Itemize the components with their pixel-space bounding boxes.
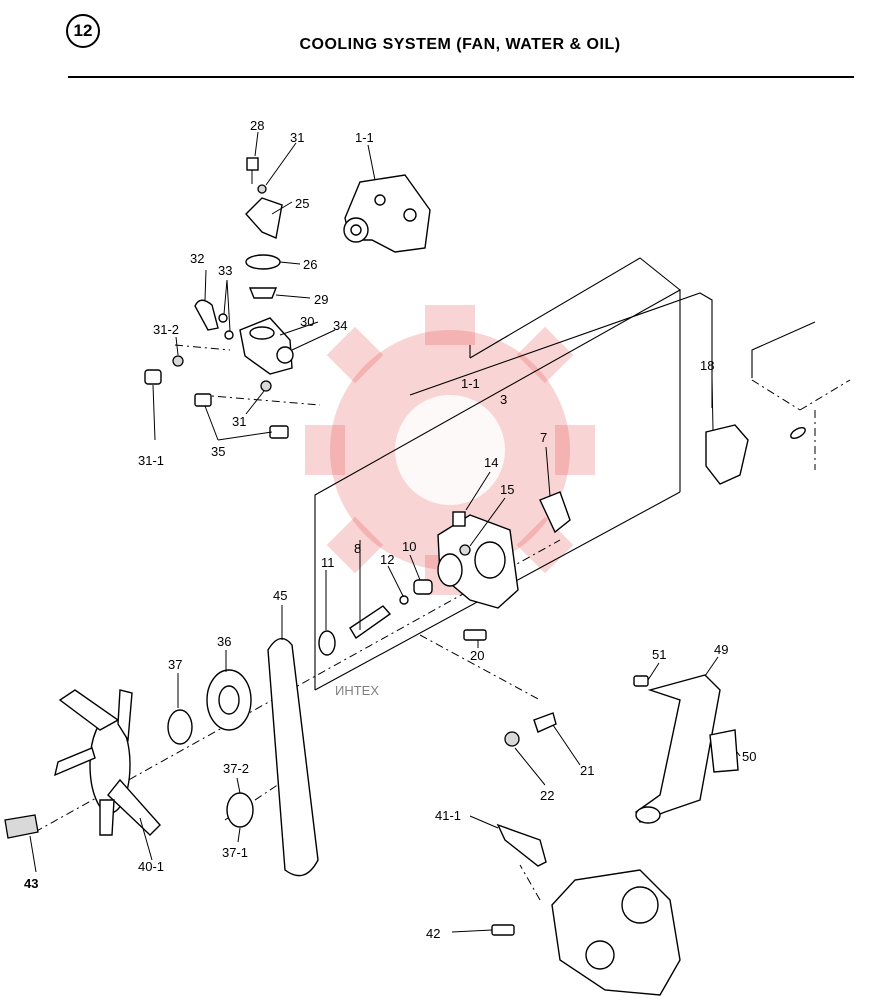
- v-belt-45-icon: [267, 637, 319, 877]
- callout-10: 10: [402, 539, 416, 554]
- callout-31-1: 31-1: [138, 453, 164, 468]
- callout-51: 51: [652, 647, 666, 662]
- watermark-text: ИНТЕХ: [335, 683, 379, 698]
- bolt-35-b-icon: [269, 425, 289, 439]
- callout-3: 3: [500, 392, 507, 407]
- callout-28: 28: [250, 118, 264, 133]
- water-outlet-25-icon: [245, 197, 283, 239]
- callout-36: 36: [217, 634, 231, 649]
- bolt-43-icon: [4, 814, 39, 839]
- callout-40-1: 40-1: [138, 859, 164, 874]
- callout-29: 29: [314, 292, 328, 307]
- plug-31-1-icon: [144, 369, 162, 385]
- callout-45: 45: [273, 588, 287, 603]
- callout-8: 8: [354, 541, 361, 556]
- water-pump-assembly-1-1-icon: [343, 174, 431, 253]
- shaft-8-icon: [349, 605, 392, 640]
- title-underline: [68, 76, 854, 78]
- hose-32-icon: [194, 299, 219, 331]
- impeller-7-icon: [539, 491, 571, 534]
- bolt-14-icon: [452, 511, 466, 527]
- washer-31-2-icon: [172, 355, 184, 367]
- callout-18: 18: [700, 358, 714, 373]
- timing-cover-group: [491, 823, 681, 996]
- callout-12: 12: [380, 552, 394, 567]
- spacer-37-1-icon: [226, 792, 254, 828]
- thermostat-29-icon: [248, 287, 278, 299]
- callout-41-1: 41-1: [435, 808, 461, 823]
- spacer-37-icon: [167, 709, 193, 745]
- leader-lines: [29, 131, 741, 933]
- callout-11: 11: [321, 555, 335, 570]
- ring-12-icon: [399, 595, 409, 605]
- callout-14: 14: [484, 455, 498, 470]
- water-pipe-49-icon: [635, 674, 721, 823]
- bolt-28-icon: [246, 157, 259, 171]
- fan-40-1-icon: [54, 689, 161, 836]
- washer-31-mid-icon: [260, 380, 272, 392]
- part-callouts: 28 31 1-1 25 26 32 33 29 31-2 30 34 31-1…: [24, 118, 756, 941]
- thermostat-case-30-icon: [239, 317, 293, 375]
- nut-22-icon: [504, 731, 520, 747]
- washer-31-icon: [257, 184, 267, 194]
- callout-30: 30: [300, 314, 314, 329]
- callout-15: 15: [500, 482, 514, 497]
- fan-belt-group: [4, 637, 319, 877]
- callout-37-1: 37-1: [222, 845, 248, 860]
- bolt-20-icon: [463, 629, 487, 641]
- sensor-34-icon: [276, 346, 294, 364]
- washer-15-icon: [459, 544, 471, 556]
- water-pipe-group: [504, 674, 739, 824]
- callout-20: 20: [470, 648, 484, 663]
- callout-37: 37: [168, 657, 182, 672]
- callout-34: 34: [333, 318, 347, 333]
- bolt-42-icon: [491, 924, 515, 936]
- callout-31-mid: 31: [232, 414, 246, 429]
- bolt-51-icon: [633, 675, 649, 687]
- callout-21: 21: [580, 763, 594, 778]
- callout-37-2: 37-2: [223, 761, 249, 776]
- page-number-badge: 12: [66, 14, 100, 48]
- callout-33: 33: [218, 263, 232, 278]
- engine-block-outline: [751, 321, 816, 439]
- stay-41-1-icon: [496, 823, 547, 867]
- timing-gear-case-icon: [551, 869, 681, 996]
- callout-1-1-top: 1-1: [355, 130, 374, 145]
- callout-22: 22: [540, 788, 554, 803]
- thermostat-housing-group: [144, 157, 294, 439]
- seal-10-icon: [413, 579, 433, 595]
- gasket-18-icon: [705, 424, 749, 485]
- pump-internal-parts: [318, 491, 571, 656]
- stud-21-icon: [533, 712, 557, 733]
- callout-42: 42: [426, 926, 440, 941]
- callout-31-2: 31-2: [153, 322, 179, 337]
- flange-11-icon: [318, 630, 336, 656]
- callout-35: 35: [211, 444, 225, 459]
- callout-7: 7: [540, 430, 547, 445]
- callout-49: 49: [714, 642, 728, 657]
- gasket-26-icon: [245, 254, 281, 270]
- callout-50: 50: [742, 749, 756, 764]
- gasket-50-icon: [709, 729, 739, 773]
- callout-43: 43: [24, 876, 38, 891]
- callout-31-top: 31: [290, 130, 304, 145]
- callout-25: 25: [295, 196, 309, 211]
- page-number: 12: [73, 21, 93, 40]
- bolt-35-a-icon: [194, 393, 212, 407]
- callout-1-1-mid: 1-1: [461, 376, 480, 391]
- page-title: COOLING SYSTEM (FAN, WATER & OIL): [299, 36, 621, 53]
- callout-32: 32: [190, 251, 204, 266]
- callout-26: 26: [303, 257, 317, 272]
